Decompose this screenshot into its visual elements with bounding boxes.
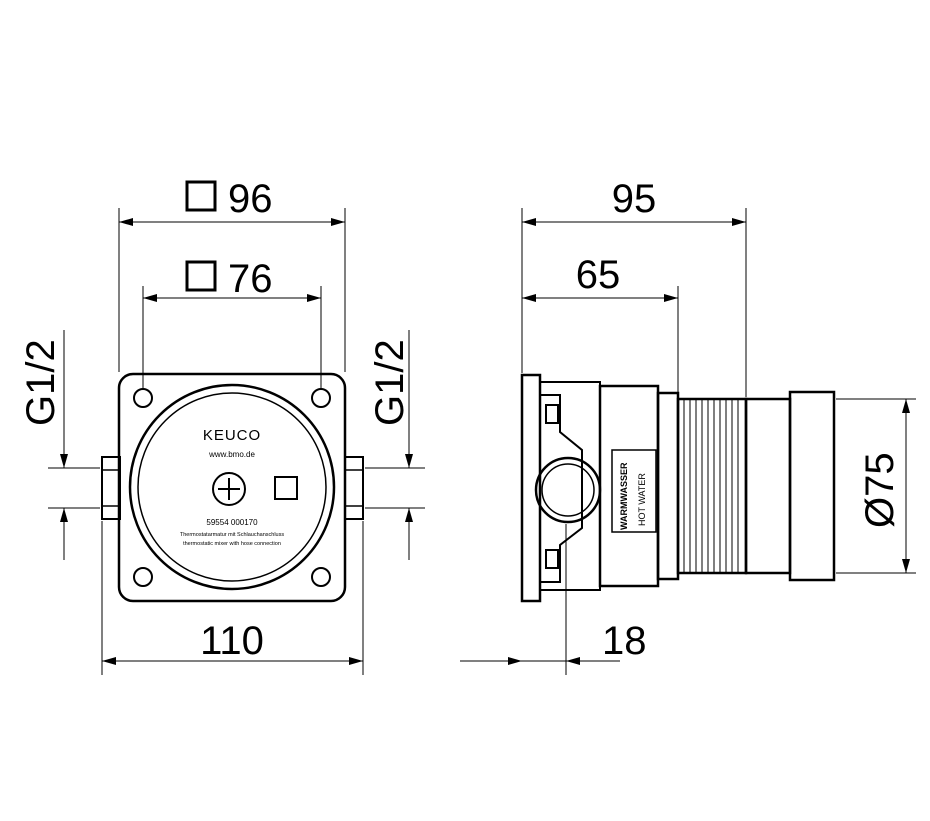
description-de-text: Thermostatarmatur mit Schlauchanschluss: [180, 532, 284, 538]
body-section-1: [598, 384, 660, 588]
dimension-square-outer: 96: [118, 177, 346, 372]
thread-left-label: G1/2: [19, 339, 63, 426]
dimension-thread-right: G1/2: [365, 330, 425, 560]
description-en-text: thermostatic mixer with hose connection: [183, 541, 281, 547]
mounting-plate: [117, 372, 347, 603]
body-section-2: [656, 391, 680, 581]
dimension-95-label: 95: [612, 177, 657, 221]
hot-water-label-box: [611, 449, 657, 533]
dimension-76-label: 76: [228, 257, 273, 301]
threaded-sleeve: [676, 397, 748, 575]
square-symbol-icon: [185, 180, 217, 212]
body-inner-circle: [137, 392, 327, 582]
mounting-hole-bottom-right: [311, 567, 331, 587]
connector-left: [101, 456, 121, 520]
dimension-thread-left: G1/2: [19, 330, 100, 560]
warmwasser-text: WARMWASSER: [619, 462, 629, 530]
body-outer-circle: [128, 383, 336, 591]
dimension-square-inner: 76: [142, 257, 322, 389]
website-text: www.bmo.de: [208, 450, 255, 459]
dimension-depth-partial: 65: [522, 253, 679, 397]
hot-water-text: HOT WATER: [637, 473, 647, 526]
dimension-diameter: Ø75: [836, 398, 916, 574]
screw-icon: [212, 472, 246, 506]
dimension-depth-total: 95: [521, 177, 747, 397]
dimension-offset: 18: [460, 524, 647, 675]
dimension-96-label: 96: [228, 177, 273, 221]
thread-right-label: G1/2: [368, 339, 412, 426]
sleeve-cap: [744, 397, 792, 575]
thread-lines: [683, 399, 739, 573]
mounting-hole-bottom-left: [133, 567, 153, 587]
side-flange-plate: [520, 373, 542, 603]
square-socket: [274, 476, 298, 500]
front-view: KEUCO www.bmo.de 59554 000170 Thermostat…: [101, 372, 364, 603]
dimension-110-label: 110: [200, 619, 264, 663]
diameter-75-label: Ø75: [858, 452, 902, 528]
side-connector-inner: [541, 463, 595, 517]
clip-bottom: [545, 549, 559, 569]
dimension-width-total: 110: [101, 521, 364, 675]
clip-top: [545, 404, 559, 424]
mounting-hole-top-right: [311, 388, 331, 408]
brand-logo-text: KEUCO: [203, 427, 261, 444]
part-number-text: 59554 000170: [206, 518, 258, 527]
square-symbol-icon: [185, 260, 217, 292]
side-connector-outer: [534, 456, 602, 524]
side-bracket: [540, 381, 601, 591]
dimension-18-label: 18: [602, 619, 647, 663]
dimension-65-label: 65: [576, 253, 621, 297]
side-view: WARMWASSER HOT WATER: [520, 373, 836, 603]
end-cap: [788, 390, 836, 582]
connector-right: [344, 456, 364, 520]
mounting-hole-top-left: [133, 388, 153, 408]
